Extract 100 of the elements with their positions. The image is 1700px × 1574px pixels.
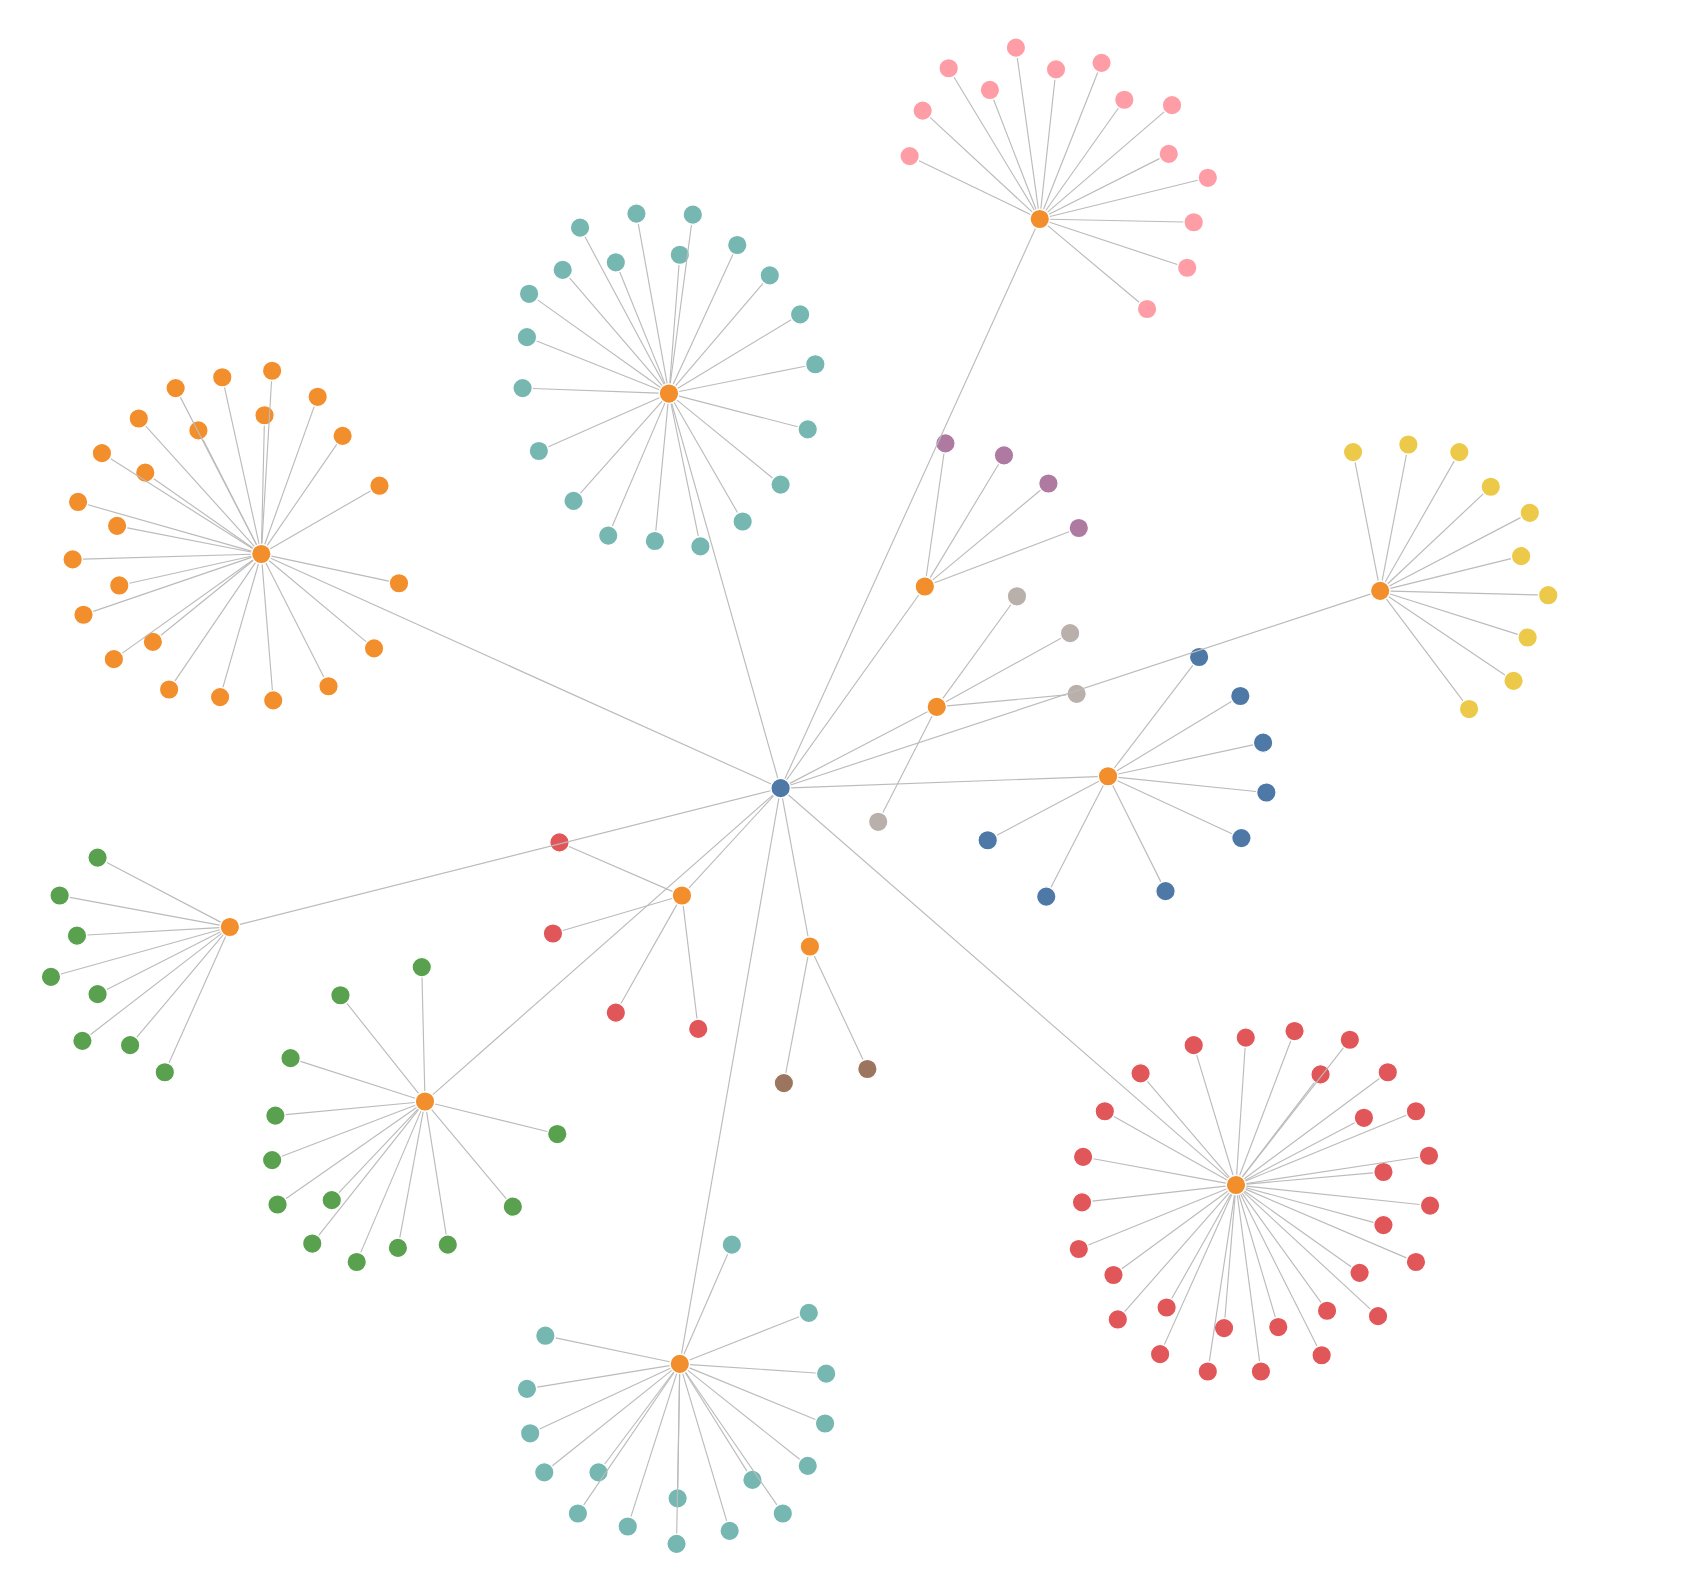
graph-node xyxy=(1339,1029,1361,1051)
connector-line xyxy=(1048,157,1161,215)
connector-line xyxy=(1113,1115,1228,1181)
graph-node xyxy=(1419,1195,1441,1216)
connector-line xyxy=(426,1111,447,1235)
graph-node xyxy=(1005,37,1027,58)
connector-line xyxy=(1047,111,1165,213)
graph-node xyxy=(518,283,540,305)
connector-line xyxy=(568,845,673,892)
graph-node xyxy=(977,829,999,851)
graph-node xyxy=(209,686,231,708)
connector-line xyxy=(434,1103,548,1132)
graph-node xyxy=(1310,1063,1331,1085)
connector-line xyxy=(1016,57,1039,210)
graph-node xyxy=(1149,1343,1171,1365)
connector-line xyxy=(106,931,222,990)
graph-node xyxy=(280,1047,301,1069)
graph-node xyxy=(142,631,164,653)
connector-line xyxy=(261,563,273,691)
graph-node xyxy=(330,984,351,1006)
connector-line xyxy=(671,402,779,779)
graph-node xyxy=(250,543,272,565)
graph-node xyxy=(106,515,128,537)
connector-line xyxy=(1388,596,1506,676)
graph-node xyxy=(502,1196,524,1217)
connector-line xyxy=(346,1002,420,1094)
connector-line xyxy=(1240,1193,1318,1347)
connector-line xyxy=(551,1369,673,1467)
graph-node xyxy=(1537,584,1559,606)
graph-node xyxy=(73,604,94,626)
connector-line xyxy=(222,563,259,688)
connector-line xyxy=(670,403,699,537)
graph-node xyxy=(1103,1264,1124,1286)
connector-line xyxy=(637,223,668,384)
connector-line xyxy=(789,593,1371,786)
connector-line xyxy=(611,402,666,527)
connector-line xyxy=(1245,1188,1407,1259)
graph-node xyxy=(71,1030,93,1052)
graph-node xyxy=(797,1455,819,1477)
graph-node xyxy=(103,648,125,670)
connector-line xyxy=(620,903,678,1004)
connector-line xyxy=(1387,493,1484,585)
connector-line xyxy=(942,604,1012,699)
connector-line xyxy=(174,561,256,682)
graph-node xyxy=(1068,1238,1090,1260)
graph-node xyxy=(346,1251,368,1273)
graph-node xyxy=(1418,1145,1440,1167)
connector-line xyxy=(1043,71,1099,210)
connector-line xyxy=(1049,179,1199,217)
connector-line xyxy=(82,553,252,560)
graph-node xyxy=(1071,1191,1093,1213)
connector-line xyxy=(669,224,692,384)
graph-node xyxy=(1377,1061,1399,1083)
connector-line xyxy=(223,386,260,545)
graph-node xyxy=(979,79,1001,101)
connector-line xyxy=(1243,1190,1352,1268)
connector-line xyxy=(360,1110,422,1253)
graph-node xyxy=(605,1002,627,1023)
graph-node xyxy=(267,1194,288,1215)
connector-line xyxy=(688,1367,816,1421)
graph-node xyxy=(158,679,180,700)
graph-node xyxy=(1183,1034,1205,1056)
graph-node xyxy=(1038,473,1059,494)
graph-node xyxy=(1373,1214,1394,1236)
connector-line xyxy=(1390,590,1539,596)
graph-node xyxy=(1480,476,1502,498)
graph-node xyxy=(307,386,329,408)
connector-line xyxy=(318,1109,420,1236)
graph-node xyxy=(666,1533,687,1555)
connector-line xyxy=(128,555,252,584)
graph-node xyxy=(1252,732,1274,753)
graph-node xyxy=(1113,89,1135,111)
connector-line xyxy=(682,1373,728,1522)
graph-node xyxy=(770,777,792,799)
graph-node xyxy=(254,404,275,426)
graph-node xyxy=(128,407,150,429)
graph-node xyxy=(626,203,647,224)
graph-node xyxy=(1197,167,1219,189)
graph-node xyxy=(301,1233,323,1254)
graph-node xyxy=(867,811,889,833)
graph-node xyxy=(726,234,748,256)
connector-line xyxy=(266,443,338,546)
graph-node xyxy=(1255,782,1277,803)
graph-node xyxy=(108,574,130,596)
connector-line xyxy=(993,99,1037,210)
graph-node xyxy=(605,251,627,273)
graph-node xyxy=(542,922,564,944)
graph-node xyxy=(1519,502,1541,524)
connector-line xyxy=(265,562,325,678)
connector-line xyxy=(285,1101,416,1116)
graph-node xyxy=(549,831,570,853)
connector-line xyxy=(1092,1158,1227,1184)
connector-line xyxy=(584,236,665,385)
connector-line xyxy=(677,319,792,389)
graph-node xyxy=(742,1469,763,1491)
connector-line xyxy=(1091,1185,1227,1202)
graph-node xyxy=(814,1413,836,1434)
graph-node xyxy=(671,885,693,906)
connector-line xyxy=(69,896,221,926)
connector-line xyxy=(121,559,254,654)
